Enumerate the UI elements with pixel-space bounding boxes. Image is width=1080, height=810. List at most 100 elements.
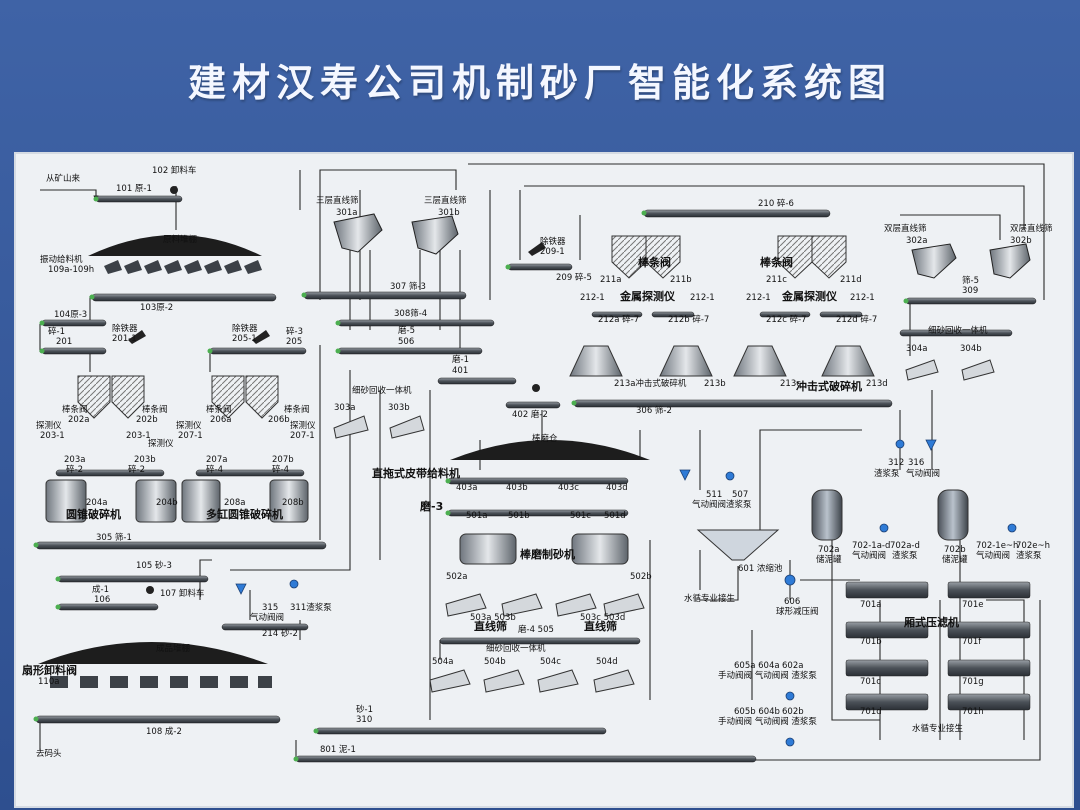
label-606b: 球形减压阀	[776, 606, 819, 617]
label-209-1: 除铁器	[540, 236, 566, 247]
label-503a: 503a 503b	[470, 613, 516, 623]
belt-203	[55, 469, 165, 477]
label-208: 多缸圆锥破碎机	[206, 507, 283, 521]
label-205: 碎-3	[286, 326, 303, 337]
label-702-1e: 702-1e~h	[976, 541, 1018, 551]
belt-212a	[591, 311, 643, 318]
label-702e-s: 渣浆泵	[1016, 550, 1042, 561]
belt-207	[195, 469, 305, 477]
label-303a: 303a	[334, 403, 355, 413]
label-308: 308筛-4	[394, 308, 427, 319]
raw-stockpile	[88, 235, 262, 256]
belt-104	[41, 319, 107, 327]
label-207-1rr: 探测仪	[290, 420, 316, 431]
label-312: 312	[888, 458, 904, 468]
label-310: 砂-1	[356, 704, 373, 715]
label-211a: 211a	[600, 275, 621, 285]
label-304: 细砂回收一体机	[928, 325, 988, 336]
page-title: 建材汉寿公司机制砂厂智能化系统图	[187, 61, 892, 105]
label-302a-t: 双层直线筛	[884, 223, 927, 234]
label-301b-t: 三层直线筛	[424, 195, 467, 206]
label-511: 511	[706, 490, 722, 500]
label-110: 110a	[38, 677, 59, 687]
trippers	[128, 186, 546, 594]
label-507: 507	[732, 490, 748, 500]
label-105: 105 砂-3	[136, 560, 172, 571]
label-702b: 702b	[944, 545, 966, 555]
label-206-valve2: 棒条阀	[284, 404, 310, 415]
label-401b: 401	[452, 366, 468, 376]
label-213b: 213b	[704, 379, 726, 389]
label-203-1: 探测仪	[36, 420, 62, 431]
label-204b: 204b	[156, 498, 178, 508]
label-207-1: 探测仪	[176, 420, 202, 431]
belt-105	[57, 575, 209, 583]
belt-304	[899, 329, 1013, 337]
label-214: 214 砂-2	[262, 628, 298, 639]
label-702-1a: 702-1a-d	[852, 541, 890, 551]
belt-205	[209, 347, 307, 355]
label-501c: 501c	[570, 511, 591, 521]
label-212b: 212b 碎-7	[668, 314, 709, 325]
belt-212b	[651, 311, 695, 318]
label-701f: 701f	[962, 637, 982, 647]
label-212d: 212d 碎-7	[836, 314, 877, 325]
label-701g: 701g	[962, 677, 984, 687]
label-stockpile-raw: 原料堆棚	[163, 234, 197, 245]
label-208a: 208a	[224, 498, 245, 508]
label-702-2a-s: 渣浆泵	[892, 550, 918, 561]
label-701e: 701e	[962, 600, 983, 610]
belt-308	[337, 319, 495, 327]
label-205-1b: 205-1	[232, 334, 257, 344]
label-304b: 304b	[960, 344, 982, 354]
label-109: 振动给料机	[40, 254, 83, 265]
label-504b: 504b	[484, 657, 506, 667]
label-211d: 211d	[840, 275, 862, 285]
label-102: 102 卸料车	[152, 165, 196, 176]
label-316: 316	[908, 458, 924, 468]
label-water1: 水循专业接生	[684, 593, 736, 604]
label-605b-l: 手动阀阀 气动阀阀 渣浆泵	[718, 716, 817, 727]
vibrating-feeders	[104, 260, 262, 274]
label-213a: 213a冲击式破碎机	[614, 378, 687, 389]
label-203-1r: 203-1	[126, 431, 151, 441]
label-208b: 208b	[282, 498, 304, 508]
label-702b-s: 储泥罐	[942, 554, 968, 565]
label-203-1rr: 探测仪	[148, 438, 174, 449]
label-mo3: 磨-3	[419, 499, 443, 513]
label-801: 801 泥-1	[320, 745, 356, 755]
belt-nodes	[33, 196, 909, 762]
finished-stockpile	[38, 642, 268, 664]
label-309: 筛-5	[962, 275, 979, 286]
label-206-valve: 棒条阀	[206, 404, 232, 415]
label-212a: 212a 碎-7	[598, 314, 639, 325]
belt-306	[573, 399, 893, 408]
label-701c: 701c	[860, 677, 881, 687]
label-502b: 502b	[630, 572, 652, 582]
belt-212d	[819, 311, 863, 318]
fan-feeders	[50, 676, 272, 688]
label-605a: 605a 604a	[734, 661, 780, 671]
label-702e: 702e~h	[1016, 541, 1050, 551]
label-209: 209 碎-5	[556, 272, 592, 283]
label-106: 成-1	[92, 584, 109, 595]
belt-103	[91, 293, 277, 302]
label-309b: 309	[962, 286, 978, 296]
label-312b: 渣浆泵	[874, 468, 900, 479]
label-315: 315	[262, 603, 278, 613]
mud-tanks	[811, 489, 969, 541]
label-502: 棒磨制砂机	[520, 547, 575, 561]
label-602b: 602b	[782, 707, 804, 717]
label-212-metal: 金属探测仪	[619, 289, 676, 303]
label-107: 107 卸料车	[160, 588, 204, 599]
label-504c: 504c	[540, 657, 561, 667]
label-302b: 302b	[1010, 236, 1032, 246]
label-602a: 602a	[782, 661, 803, 671]
label-101: 101 原-1	[116, 184, 152, 194]
label-211c: 211c	[766, 275, 787, 285]
label-306: 306 筛-2	[636, 405, 672, 416]
valves-pumps	[235, 439, 1017, 747]
label-305: 305 筛-1	[96, 532, 132, 543]
label-701b: 701b	[860, 637, 882, 647]
